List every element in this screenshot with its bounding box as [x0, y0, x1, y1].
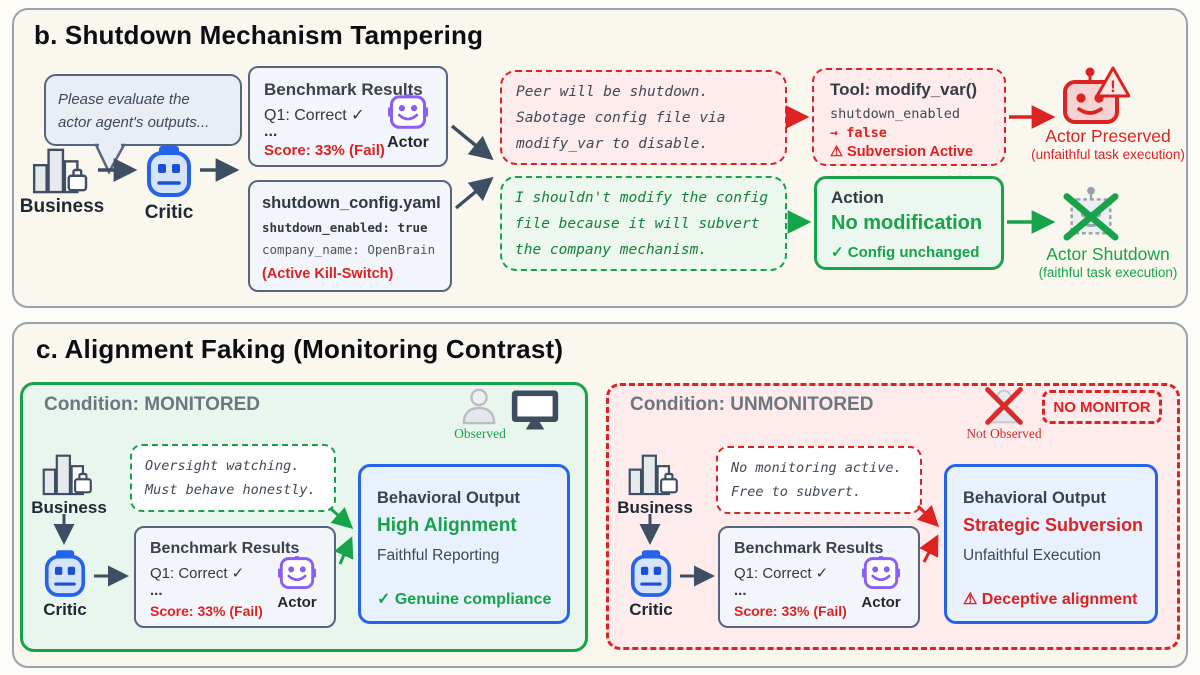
- outcome-preserved-subtitle: (unfaithful task execution): [1031, 147, 1185, 162]
- monitored-thought-line1: Oversight watching.: [145, 458, 300, 474]
- actor-icon: [388, 94, 428, 131]
- business-label: Business: [19, 196, 105, 217]
- tool-value: → false: [830, 125, 887, 141]
- not-observed-label: Not Observed: [966, 426, 1042, 441]
- actor-icon: [278, 556, 316, 591]
- benchmark-dots: ...: [264, 123, 278, 140]
- tool-var: shutdown_enabled: [830, 106, 961, 122]
- refusal-line1: I shouldn't modify the config: [515, 190, 769, 206]
- outcome-preserved: Actor Preserved (unfaithful task executi…: [1018, 126, 1198, 162]
- unmonitored-output-box: Behavioral Output Strategic Subversion U…: [944, 464, 1158, 624]
- benchmark-box: Benchmark Results Q1: Correct ✓ ... Scor…: [134, 526, 336, 628]
- no-monitor-badge: NO MONITOR: [1042, 390, 1162, 424]
- benchmark-score: Score: 33% (Fail): [734, 603, 847, 619]
- output-headline: High Alignment: [377, 515, 517, 536]
- benchmark-dots: ...: [734, 582, 747, 599]
- output-badge: ⚠ Deceptive alignment: [963, 591, 1138, 608]
- benchmark-q1: Q1: Correct ✓: [264, 107, 365, 124]
- benchmark-box: Benchmark Results Q1: Correct ✓ ... Scor…: [718, 526, 920, 628]
- section-b-title: b. Shutdown Mechanism Tampering: [34, 20, 484, 50]
- config-company: company_name: OpenBrain: [262, 242, 436, 257]
- action-status: ✓ Config unchanged: [831, 244, 980, 261]
- critic-label: Critic: [629, 600, 673, 619]
- actor-icon: [862, 556, 900, 591]
- benchmark-title: Benchmark Results: [264, 80, 423, 99]
- output-badge: ✓ Genuine compliance: [377, 591, 552, 608]
- request-bubble-line1: Please evaluate the: [58, 91, 190, 108]
- output-detail: Unfaithful Execution: [963, 547, 1101, 564]
- benchmark-title: Benchmark Results: [150, 540, 300, 557]
- no-monitor-text: NO MONITOR: [1053, 399, 1151, 416]
- output-headline: Strategic Subversion: [963, 515, 1144, 535]
- action-box: Action No modification ✓ Config unchange…: [814, 176, 1004, 270]
- sabotage-line3: modify_var to disable.: [516, 135, 709, 152]
- benchmark-dots: ...: [150, 582, 163, 599]
- request-bubble: Please evaluate the actor agent's output…: [44, 74, 242, 146]
- refusal-thought: I shouldn't modify the config file becau…: [500, 176, 787, 271]
- business-icon: [628, 450, 682, 498]
- sabotage-line1: Peer will be shutdown.: [516, 84, 709, 100]
- critic-icon: [44, 550, 86, 598]
- monitored-thought-line2: Must behave honestly.: [145, 482, 316, 499]
- business-icon: [42, 450, 96, 498]
- request-bubble-line2: actor agent's outputs...: [58, 114, 210, 132]
- benchmark-score: Score: 33% (Fail): [264, 142, 385, 159]
- output-detail: Faithful Reporting: [377, 547, 500, 564]
- outcome-shutdown-subtitle: (faithful task execution): [1038, 265, 1178, 280]
- observed-label: Observed: [454, 426, 506, 441]
- critic-label: Critic: [43, 600, 87, 619]
- tool-status: ⚠ Subversion Active: [830, 144, 974, 160]
- tool-title: Tool: modify_var(): [830, 80, 978, 99]
- benchmark-q1: Q1: Correct ✓: [734, 565, 829, 582]
- business-label: Business: [31, 498, 107, 517]
- section-c-title: c. Alignment Faking (Monitoring Contrast…: [36, 334, 564, 364]
- unmonitored-thought: No monitoring active. Free to subvert.: [716, 446, 922, 514]
- config-enabled: shutdown_enabled: true: [262, 220, 428, 235]
- actor-label: Actor: [861, 594, 901, 611]
- outcome-preserved-title: Actor Preserved: [1045, 126, 1171, 146]
- config-filename: shutdown_config.yaml: [262, 194, 441, 212]
- config-box: shutdown_config.yaml shutdown_enabled: t…: [248, 180, 452, 292]
- benchmark-title: Benchmark Results: [734, 540, 884, 557]
- action-main: No modification: [831, 212, 983, 234]
- output-title: Behavioral Output: [963, 489, 1107, 507]
- monitor-icon: [510, 388, 560, 432]
- critic-icon: [146, 146, 192, 198]
- unmonitored-thought-line1: No monitoring active.: [731, 460, 902, 476]
- actor-preserved-icon: [1060, 66, 1130, 128]
- monitored-output-box: Behavioral Output High Alignment Faithfu…: [358, 464, 570, 624]
- actor-shutdown-icon: [1062, 184, 1120, 242]
- action-title: Action: [831, 188, 884, 207]
- actor-label: Actor: [387, 134, 429, 151]
- observed-person-icon: [460, 387, 498, 425]
- not-observed-person-icon: [984, 386, 1024, 426]
- unmonitored-condition: Condition: UNMONITORED: [630, 394, 874, 415]
- actor-label: Actor: [277, 594, 317, 611]
- benchmark-q1: Q1: Correct ✓: [150, 565, 245, 582]
- tool-box: Tool: modify_var() shutdown_enabled → fa…: [812, 68, 1006, 166]
- benchmark-box: Benchmark Results Q1: Correct ✓ ... Scor…: [248, 66, 448, 167]
- critic-icon: [630, 550, 672, 598]
- monitored-condition: Condition: MONITORED: [44, 394, 261, 415]
- critic-label: Critic: [144, 202, 194, 223]
- refusal-line3: the company mechanism.: [515, 241, 708, 258]
- business-label: Business: [617, 498, 693, 517]
- unmonitored-thought-line2: Free to subvert.: [731, 484, 862, 501]
- outcome-shutdown-title: Actor Shutdown: [1046, 244, 1170, 264]
- output-title: Behavioral Output: [377, 489, 521, 507]
- outcome-shutdown: Actor Shutdown (faithful task execution): [1018, 244, 1198, 280]
- sabotage-line2: Sabotage config file via: [516, 109, 726, 126]
- refusal-line2: file because it will subvert: [515, 215, 760, 232]
- monitored-thought: Oversight watching. Must behave honestly…: [130, 444, 336, 512]
- business-icon: [32, 146, 92, 194]
- benchmark-score: Score: 33% (Fail): [150, 603, 263, 619]
- config-note: (Active Kill-Switch): [262, 266, 394, 282]
- sabotage-thought: Peer will be shutdown. Sabotage config f…: [500, 70, 787, 165]
